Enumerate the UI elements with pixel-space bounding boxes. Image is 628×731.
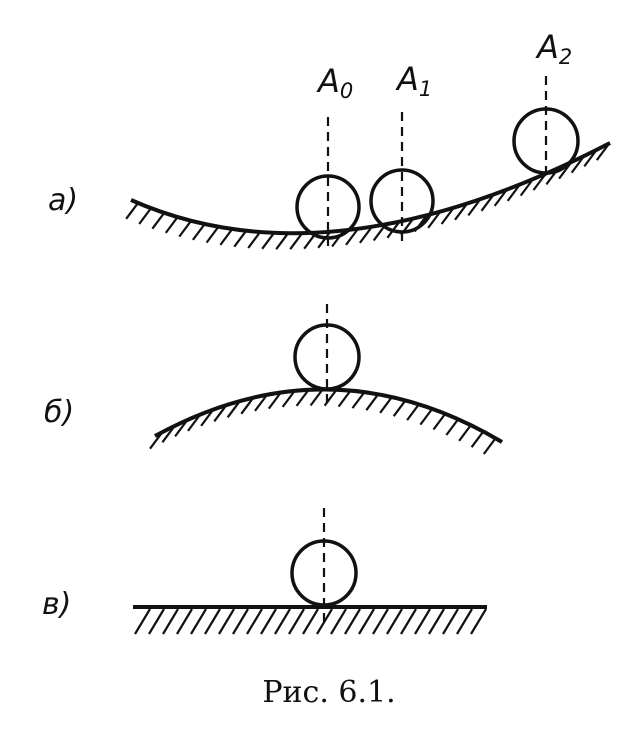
hatch-mark — [470, 431, 484, 448]
hatch-mark — [302, 608, 319, 635]
panel-b-hatching — [149, 389, 496, 455]
hatch-mark — [519, 179, 533, 197]
hatch-mark — [317, 232, 331, 249]
hatch-mark — [493, 190, 507, 207]
hatch-mark — [583, 150, 597, 168]
label-a0: A0 — [316, 62, 353, 103]
panel-a: A0 A1 A2 a) — [48, 28, 611, 250]
hatch-mark — [386, 608, 403, 635]
hatch-mark — [372, 224, 386, 242]
hatch-mark — [595, 144, 609, 161]
hatch-mark — [134, 608, 151, 635]
panel-c: в) — [42, 508, 487, 635]
hatch-mark — [506, 185, 520, 202]
hatch-mark — [260, 608, 277, 635]
hatch-mark — [151, 213, 165, 230]
hatch-mark — [219, 229, 233, 246]
hatch-mark — [218, 608, 235, 635]
hatch-mark — [138, 208, 152, 225]
hatch-mark — [226, 401, 240, 418]
hatch-mark — [174, 420, 188, 438]
hatch-mark — [359, 227, 372, 244]
label-a2: A2 — [535, 28, 572, 69]
hatch-mark — [261, 233, 275, 250]
hatch-mark — [246, 608, 263, 635]
panel-a-label: a) — [48, 183, 78, 218]
hatch-mark — [400, 608, 417, 635]
panel-c-label: в) — [42, 587, 71, 622]
hatch-mark — [232, 608, 249, 635]
hatch-mark — [161, 426, 175, 443]
hatch-mark — [281, 391, 295, 408]
hatch-mark — [267, 392, 281, 410]
hatch-mark — [162, 608, 179, 635]
hatch-mark — [480, 195, 494, 212]
hatch-mark — [344, 608, 361, 635]
hatch-mark — [289, 233, 303, 250]
hatch-mark — [240, 398, 254, 415]
panel-a-hatching — [125, 144, 609, 250]
hatch-mark — [205, 226, 219, 244]
hatch-mark — [149, 433, 163, 450]
hatch-mark — [570, 156, 584, 174]
hatch-mark — [379, 397, 393, 414]
hatch-mark — [467, 199, 481, 217]
hatch-mark — [247, 232, 261, 249]
hatch-mark — [456, 608, 473, 635]
hatch-mark — [295, 390, 309, 407]
hatch-mark — [275, 233, 289, 250]
figure-caption: Рис. 6.1. — [262, 675, 395, 710]
hatch-mark — [470, 608, 487, 635]
hatch-mark — [406, 404, 420, 421]
hatch-mark — [309, 389, 323, 407]
hatch-mark — [288, 608, 305, 635]
hatch-mark — [233, 231, 247, 248]
hatch-mark — [351, 392, 365, 409]
hatch-mark — [392, 400, 406, 417]
hatch-mark — [178, 220, 192, 238]
hatch-mark — [458, 425, 472, 442]
hatch-mark — [454, 204, 468, 221]
hatch-mark — [323, 390, 337, 407]
hatch-mark — [358, 608, 375, 635]
hatch-mark — [200, 410, 214, 427]
label-a1: A1 — [395, 60, 432, 101]
hatch-mark — [192, 224, 205, 241]
hatch-mark — [337, 390, 351, 408]
hatch-mark — [176, 608, 193, 635]
hatch-mark — [442, 608, 459, 635]
hatch-mark — [345, 229, 359, 246]
panel-b-convex-surface — [154, 387, 504, 444]
hatch-mark — [204, 608, 221, 635]
hatch-mark — [164, 217, 178, 234]
hatch-mark — [274, 608, 291, 635]
panel-c-hatching — [134, 608, 487, 635]
hatch-mark — [187, 415, 201, 432]
hatch-mark — [330, 608, 347, 635]
hatch-mark — [365, 394, 379, 411]
hatch-mark — [190, 608, 207, 635]
hatch-mark — [419, 408, 433, 426]
hatch-mark — [254, 395, 268, 412]
hatch-mark — [148, 608, 165, 635]
hatch-mark — [445, 419, 459, 436]
hatch-mark — [440, 208, 454, 225]
hatch-mark — [532, 174, 546, 191]
hatch-mark — [213, 405, 227, 422]
hatch-mark — [414, 608, 431, 635]
hatch-mark — [432, 413, 446, 431]
hatch-mark — [125, 203, 139, 220]
panel-b: б) — [44, 304, 504, 455]
hatch-mark — [428, 608, 445, 635]
hatch-mark — [482, 438, 496, 455]
panel-a-concave-surface — [130, 141, 611, 236]
hatch-mark — [427, 212, 441, 229]
panel-b-label: б) — [44, 395, 74, 430]
hatch-mark — [372, 608, 389, 635]
